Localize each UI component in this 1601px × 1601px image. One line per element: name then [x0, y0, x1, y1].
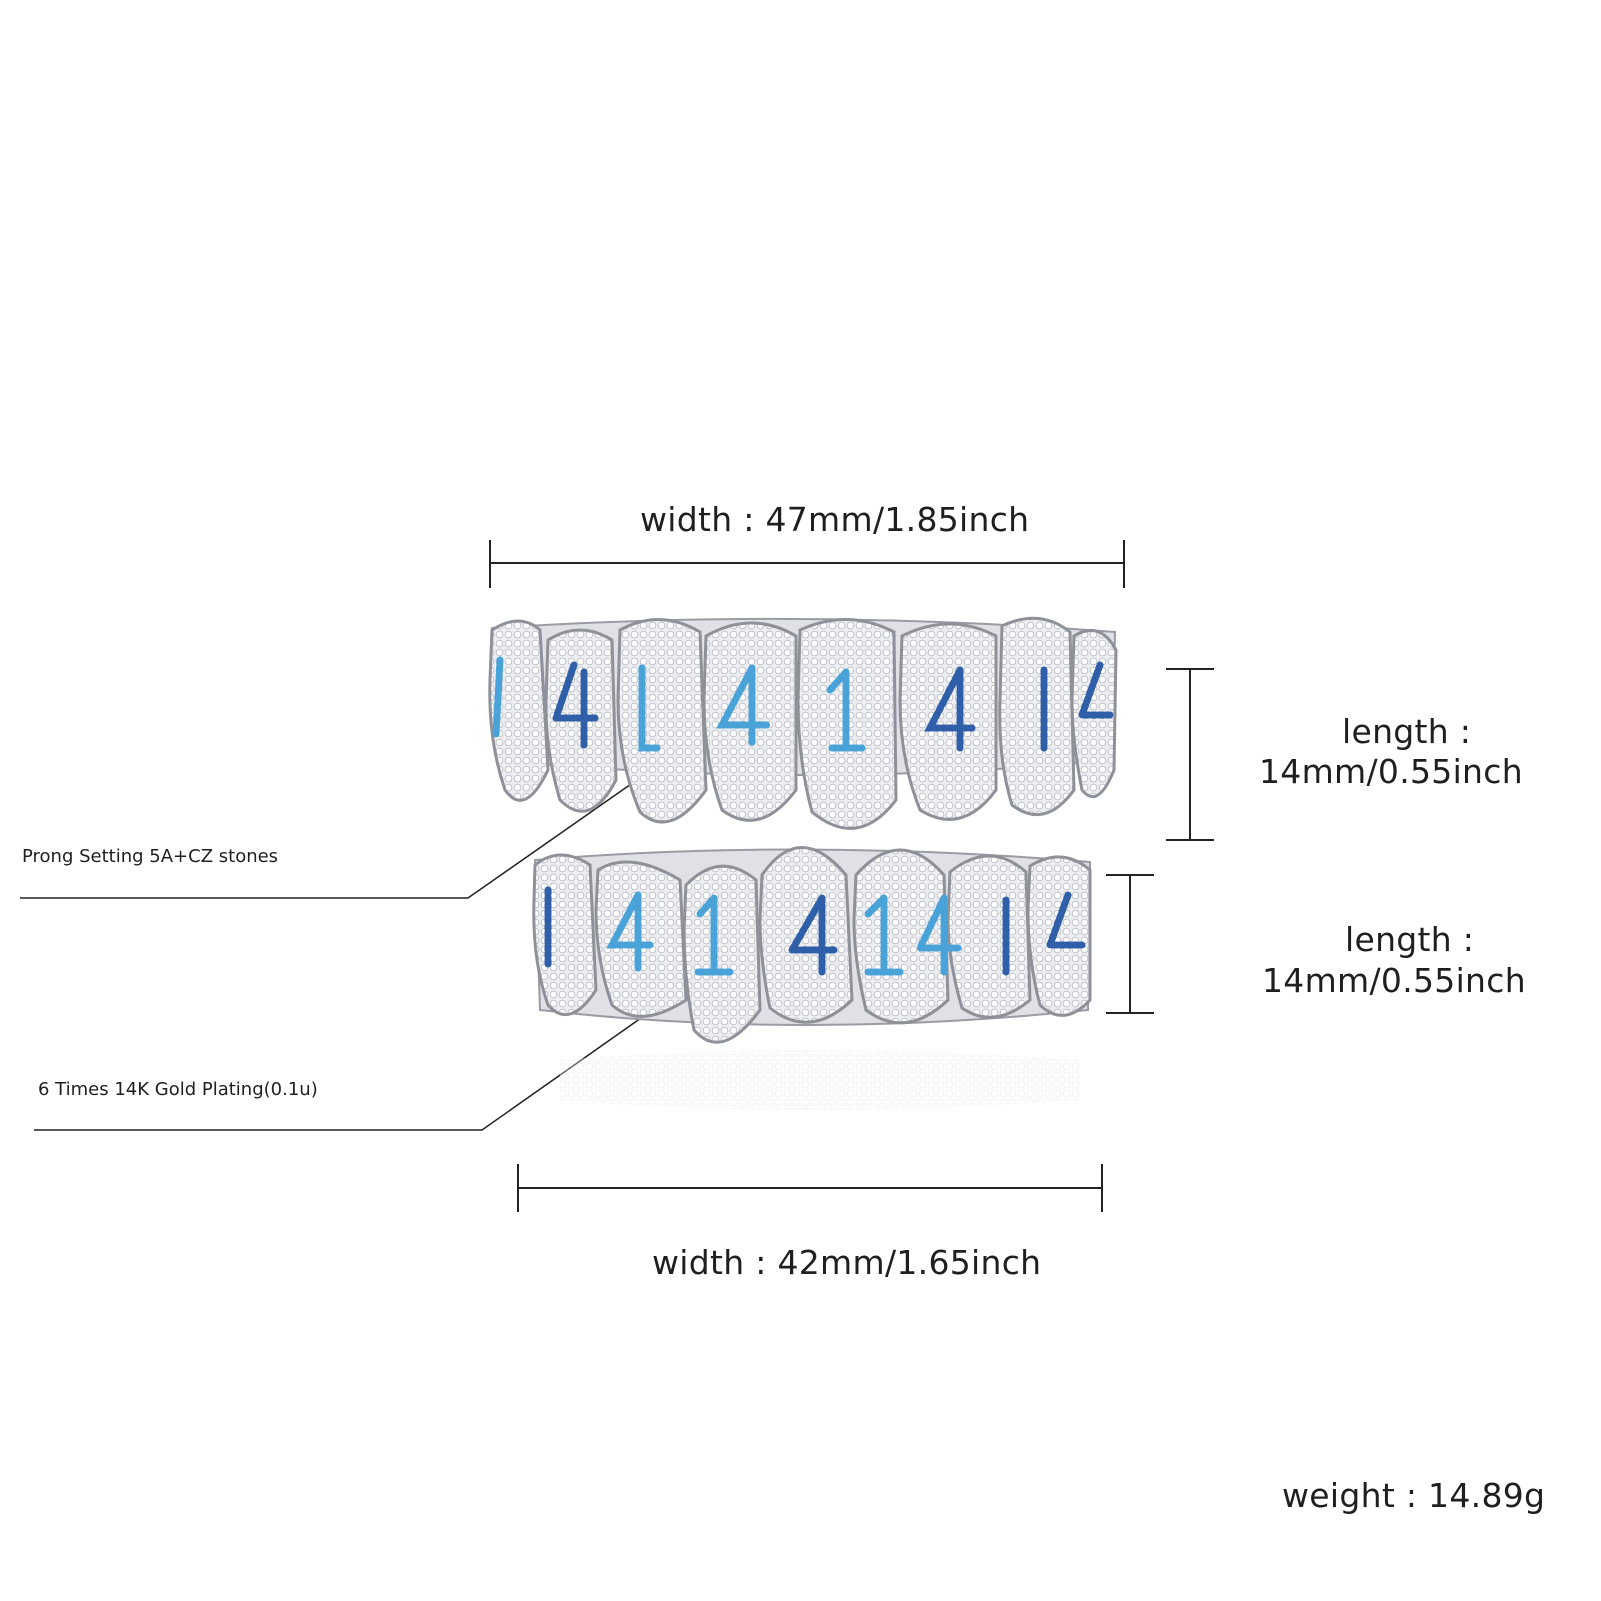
- top-width-dimension: [489, 540, 1125, 588]
- plating-callout-label: 6 Times 14K Gold Plating(0.1u): [38, 1079, 318, 1100]
- weight-label: weight : 14.89g: [1282, 1476, 1546, 1515]
- bottom-grill-image: [532, 846, 1092, 1110]
- top-length-label-line2: 14mm/0.55inch: [1259, 752, 1523, 791]
- bottom-length-label-line2: 14mm/0.55inch: [1262, 961, 1526, 1000]
- bottom-length-dimension: [1106, 874, 1154, 1014]
- top-grill-image: [488, 616, 1118, 830]
- bottom-width-dimension: [517, 1164, 1103, 1212]
- bottom-width-label: width : 42mm/1.65inch: [652, 1243, 1042, 1282]
- top-length-label-line1: length :: [1342, 712, 1472, 751]
- top-length-dimension: [1166, 668, 1214, 841]
- bottom-length-label-line1: length :: [1345, 920, 1475, 959]
- stones-callout-label: Prong Setting 5A+CZ stones: [22, 846, 279, 867]
- top-width-label: width : 47mm/1.85inch: [640, 500, 1030, 539]
